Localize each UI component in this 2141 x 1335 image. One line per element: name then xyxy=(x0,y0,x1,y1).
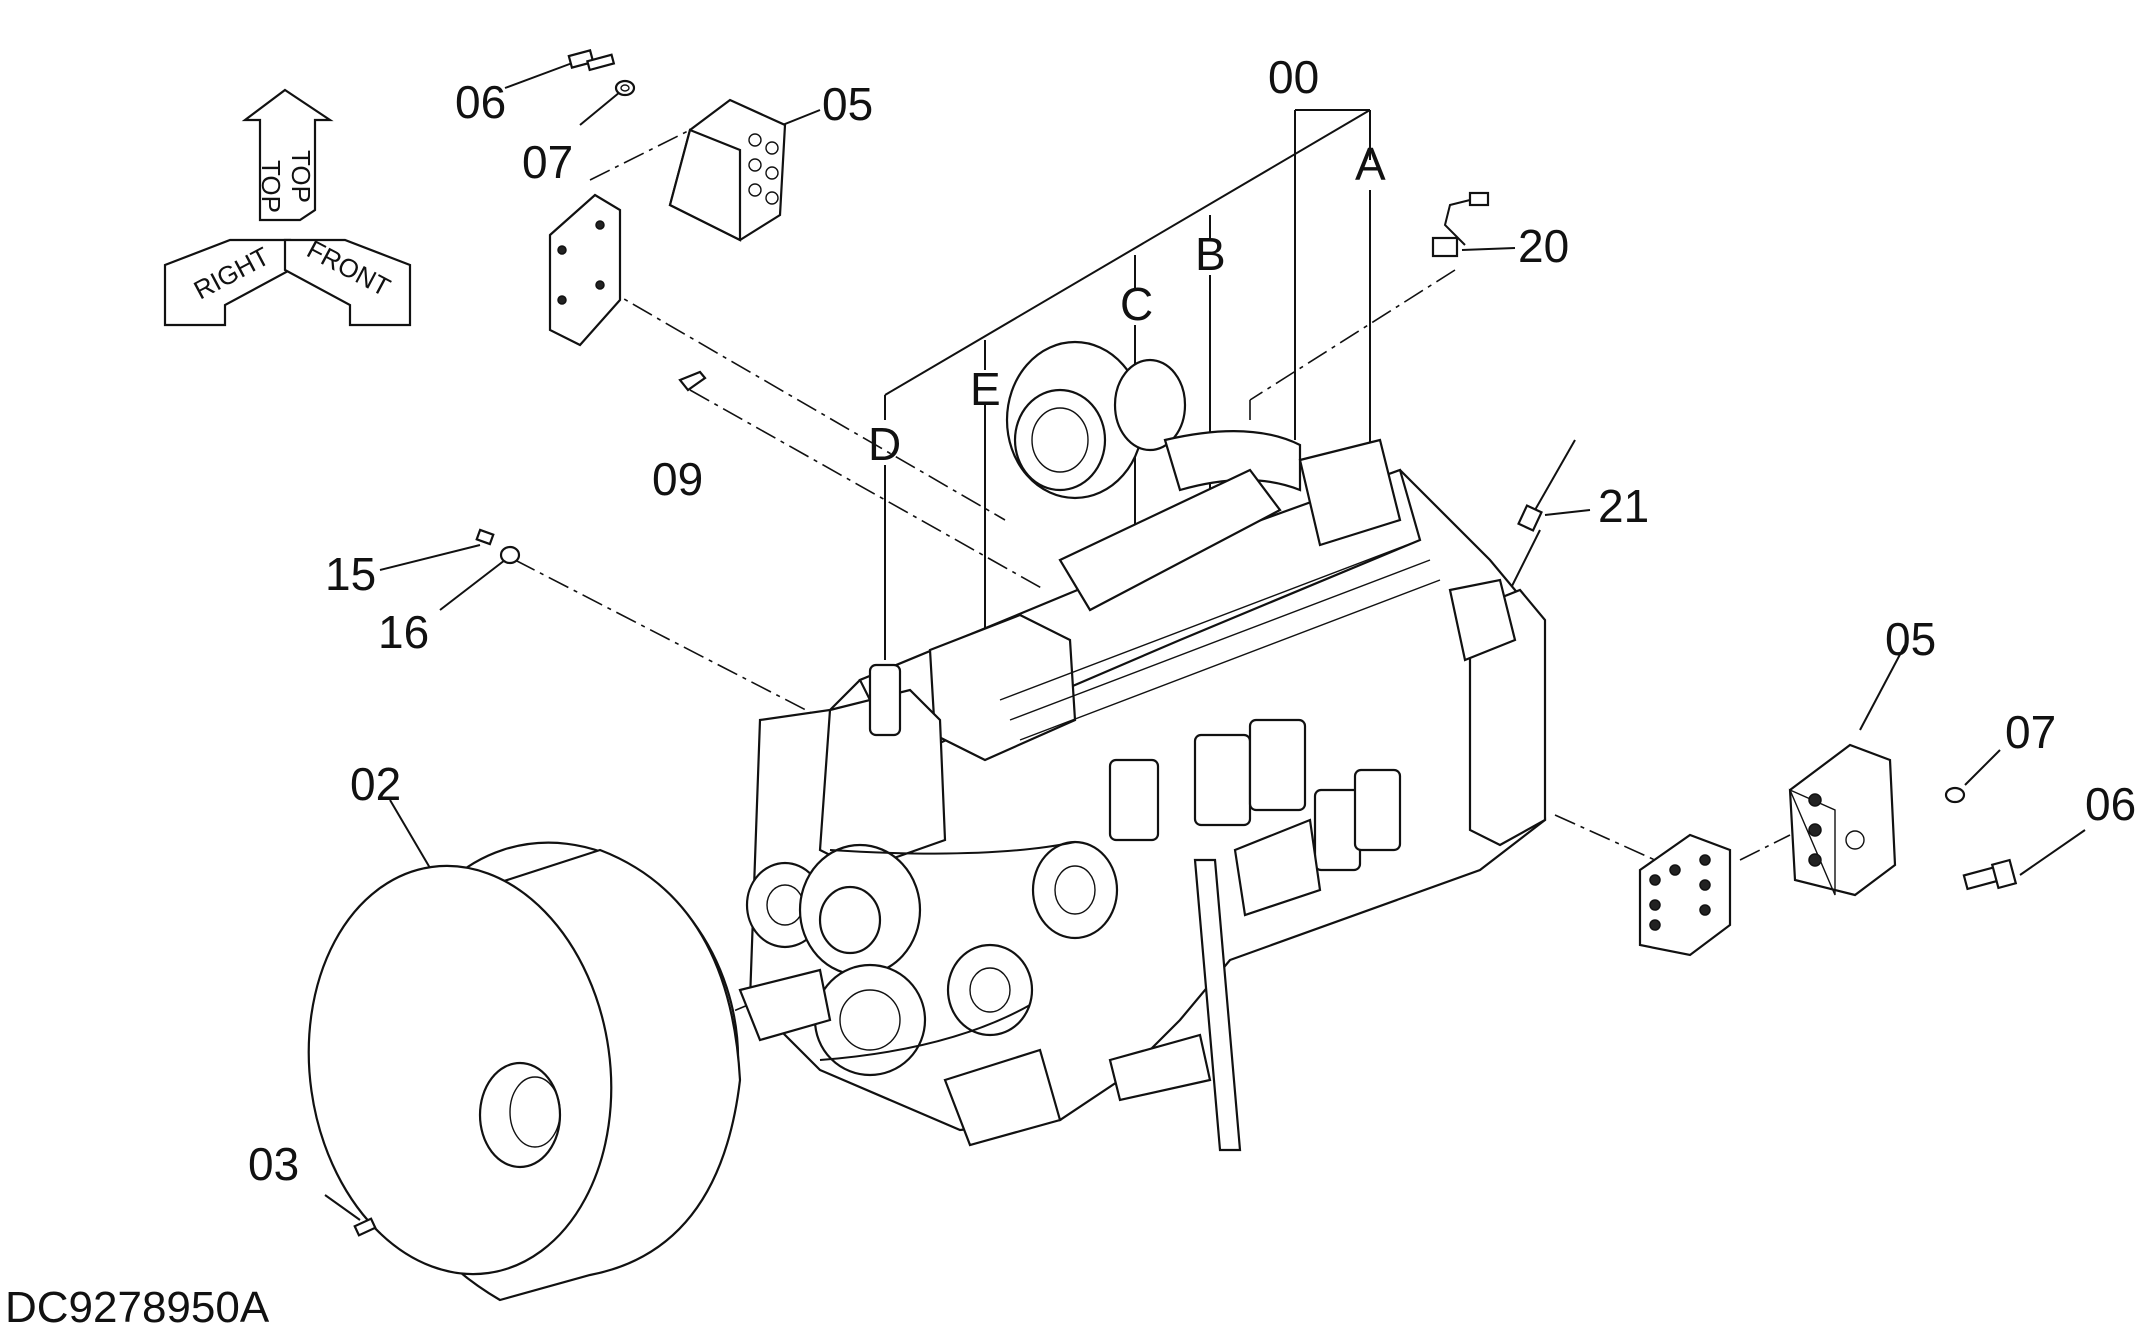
label-21: 21 xyxy=(1598,480,1649,532)
mount-plate-right xyxy=(1638,833,1732,957)
orientation-top-label: TOP xyxy=(286,150,316,203)
washer-07-top xyxy=(614,79,636,97)
mount-plate-top xyxy=(548,193,622,347)
label-05-top: 05 xyxy=(822,78,873,130)
bolt-03 xyxy=(353,1217,377,1237)
label-A: A xyxy=(1355,138,1386,190)
label-B: B xyxy=(1195,228,1226,280)
label-03: 03 xyxy=(248,1138,299,1190)
orientation-compass: TOP TOP RIGHT FRONT xyxy=(163,88,412,327)
label-02: 02 xyxy=(350,758,401,810)
drawing-id: DC9278950A xyxy=(5,1283,270,1332)
label-07-right: 07 xyxy=(2005,706,2056,758)
label-07-top: 07 xyxy=(522,136,573,188)
label-05-right: 05 xyxy=(1885,613,1936,665)
bracket-05-top xyxy=(668,98,787,242)
part-16 xyxy=(499,545,521,565)
label-E: E xyxy=(970,363,1001,415)
label-20: 20 xyxy=(1518,220,1569,272)
label-06-right: 06 xyxy=(2085,778,2136,830)
dipstick-21 xyxy=(1517,439,1576,532)
bracket-05-right xyxy=(1788,743,1897,897)
label-D: D xyxy=(868,418,901,470)
label-09: 09 xyxy=(652,453,703,505)
label-06-top: 06 xyxy=(455,76,506,128)
washer-07-right xyxy=(1944,786,1966,804)
bolt-06-right xyxy=(1962,858,2018,891)
part-09 xyxy=(678,370,707,392)
engine-assembly xyxy=(738,340,1547,1152)
sensor-20 xyxy=(1431,191,1490,258)
label-16: 16 xyxy=(378,606,429,658)
orientation-top-label-2: TOP xyxy=(256,160,286,213)
bolt-06-top xyxy=(567,49,616,72)
label-C: C xyxy=(1120,278,1153,330)
label-15: 15 xyxy=(325,548,376,600)
label-00: 00 xyxy=(1268,51,1319,103)
flywheel-02 xyxy=(307,841,742,1302)
part-15 xyxy=(475,528,495,546)
